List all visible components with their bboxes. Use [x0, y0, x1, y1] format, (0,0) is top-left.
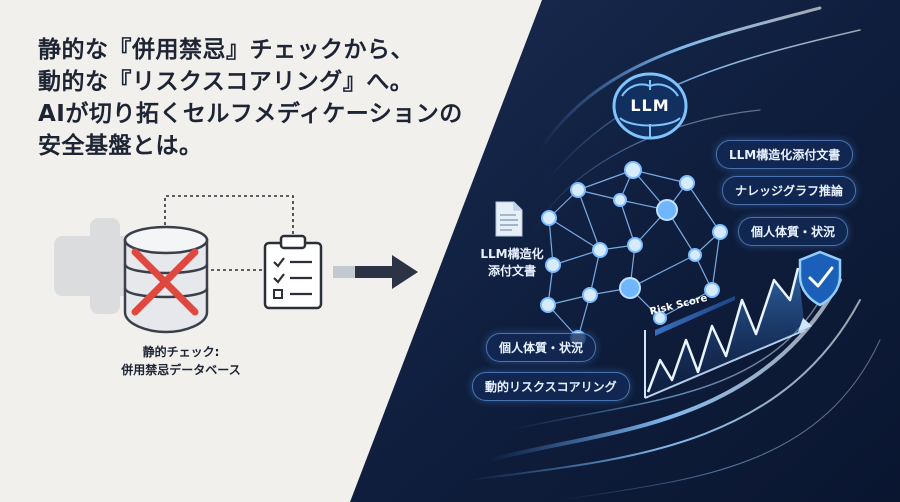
graph-node [545, 257, 561, 273]
static-caption-line-2: 併用禁忌データベース [121, 363, 241, 377]
static-caption-line-1: 静的チェック: [142, 345, 220, 359]
medical-cross-icon [54, 218, 130, 314]
graph-node [653, 311, 667, 325]
tag-individual-condition-bottom: 個人体質・状況 [486, 333, 597, 362]
graph-node [627, 237, 643, 253]
red-x-icon [131, 248, 199, 316]
static-check-caption: 静的チェック: 併用禁忌データベース [96, 343, 266, 379]
headline-line-3: AIが切り拓くセルフメディケーションの [38, 101, 463, 127]
document-label-line-2: 添付文書 [487, 264, 536, 278]
document-label: LLM構造化 添付文書 [462, 246, 562, 280]
brain-icon [612, 72, 688, 140]
tag-llm-structured-docs: LLM構造化添付文書 [716, 140, 854, 169]
graph-node [592, 242, 608, 258]
headline-line-4: 安全基盤とは。 [38, 133, 203, 159]
tag-individual-condition-top: 個人体質・状況 [738, 217, 849, 246]
static-check-illustration [54, 195, 418, 334]
document-icon [495, 201, 523, 237]
graph-node [656, 199, 678, 221]
graph-node [688, 248, 702, 262]
graph-node [712, 224, 728, 240]
headline-line-1: 静的な『併用禁忌』チェックから、 [38, 37, 414, 63]
page-headline: 静的な『併用禁忌』チェックから、 動的な『リスクスコアリング』へ。 AIが切り拓… [38, 34, 463, 162]
graph-node [619, 277, 641, 299]
llm-badge: LLM [614, 96, 686, 115]
document-label-line-1: LLM構造化 [480, 247, 544, 261]
graph-node [704, 282, 720, 298]
dashed-connector [164, 195, 294, 238]
graph-node [541, 210, 557, 226]
checklist-clipboard-icon [263, 234, 323, 310]
graph-node [679, 175, 695, 191]
arrow-right-icon [333, 255, 418, 289]
tag-knowledge-graph: ナレッジグラフ推論 [722, 176, 857, 205]
graph-node [613, 193, 627, 207]
graph-node [624, 161, 642, 179]
graph-node [540, 297, 556, 313]
graph-node [570, 182, 586, 198]
risk-score-chart [644, 267, 812, 399]
llm-badge-label: LLM [630, 96, 670, 115]
shield-check-icon [798, 250, 842, 307]
headline-line-2: 動的な『リスクスコアリング』へ。 [38, 69, 414, 95]
graph-node [582, 287, 598, 303]
tag-dynamic-risk-scoring: 動的リスクスコアリング [472, 372, 630, 401]
